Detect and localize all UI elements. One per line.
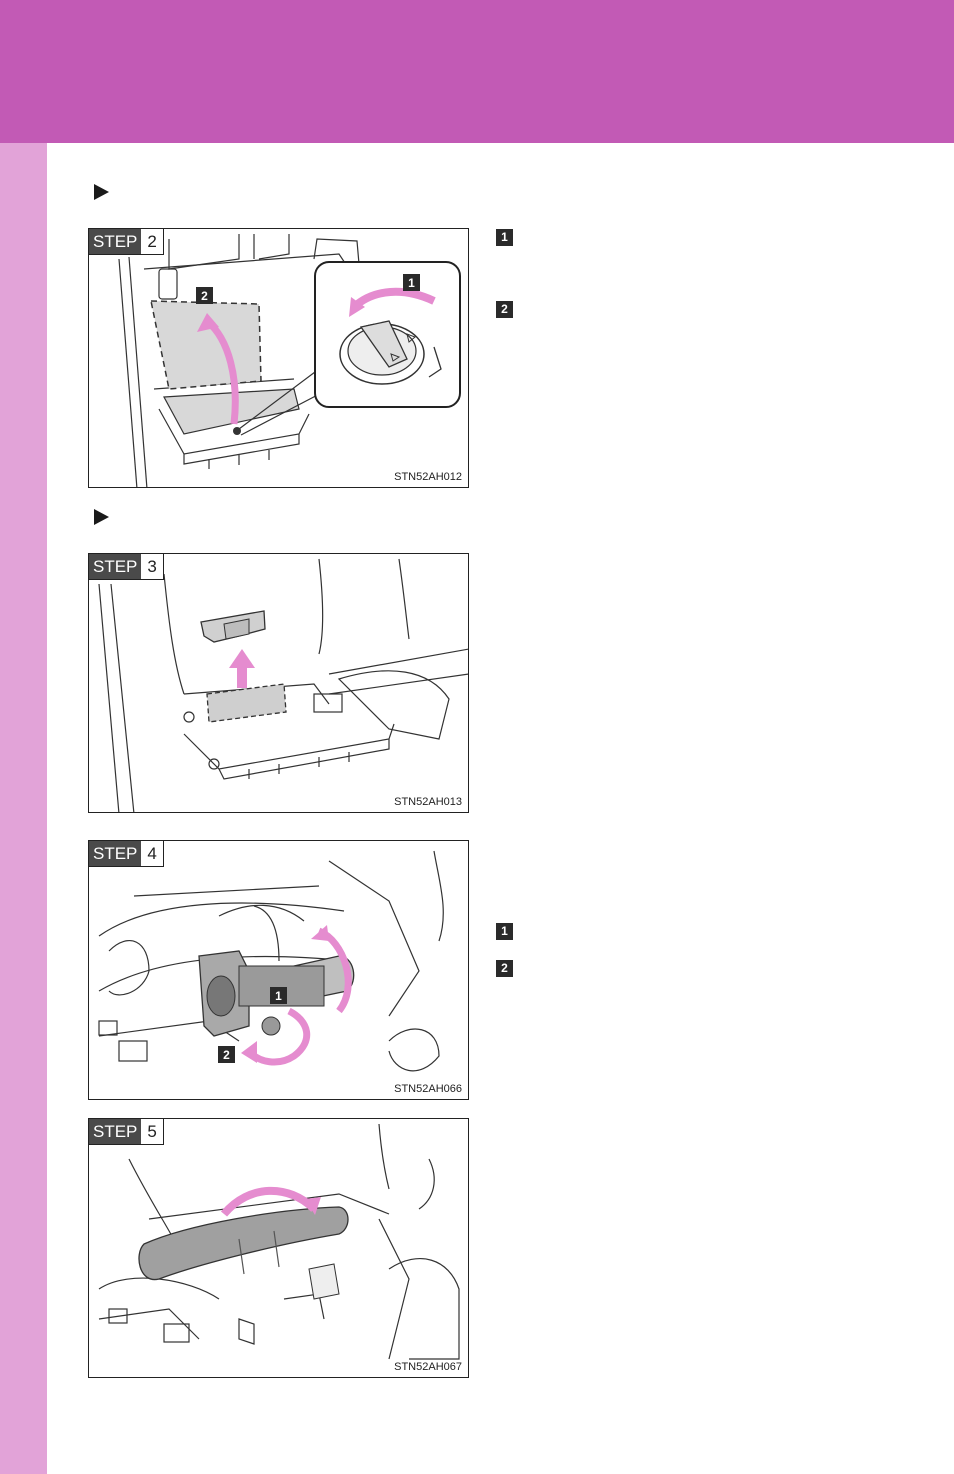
figure-code: STN52AH013 (394, 796, 462, 808)
step-word: STEP (89, 1119, 142, 1144)
step-number: 2 (141, 229, 163, 254)
seat-unlock-illustration: 2 1 (118, 234, 461, 487)
callout-marker-1: 1 (496, 229, 513, 246)
callout-2: 2 (201, 289, 208, 303)
figure-step-3: STEP 3 STN52AH013 (88, 553, 469, 813)
step-number: 5 (141, 1119, 163, 1144)
step-badge: STEP 4 (89, 841, 164, 867)
step-word: STEP (89, 554, 142, 579)
triangle-pointer-icon (94, 509, 109, 525)
step-word: STEP (89, 841, 142, 866)
figure-code: STN52AH067 (394, 1361, 462, 1373)
callout-marker-2: 2 (496, 960, 513, 977)
callout-1: 1 (408, 276, 415, 290)
callout-2: 2 (223, 1048, 230, 1062)
figure-step-4: STEP 4 1 2 STN52AH066 (88, 840, 469, 1100)
step-number: 3 (141, 554, 163, 579)
callout-marker-1: 1 (496, 923, 513, 940)
cover-removal-illustration (98, 558, 468, 812)
figure-step-2: STEP 2 2 1 S (88, 228, 469, 488)
tonneau-stow-illustration (98, 1123, 460, 1360)
step-word: STEP (89, 229, 142, 254)
step-badge: STEP 3 (89, 554, 164, 580)
callout-1: 1 (275, 989, 282, 1003)
sidebar-tab (0, 143, 47, 1474)
callout-marker-2: 2 (496, 301, 513, 318)
step-number: 4 (141, 841, 163, 866)
figure-code: STN52AH066 (394, 1083, 462, 1095)
tonneau-release-illustration: 1 2 (98, 850, 444, 1072)
figure-step-5: STEP 5 STN52AH067 (88, 1118, 469, 1378)
triangle-pointer-icon (94, 184, 109, 200)
step-badge: STEP 2 (89, 229, 164, 255)
figure-code: STN52AH012 (394, 471, 462, 483)
step-badge: STEP 5 (89, 1119, 164, 1145)
header-band (0, 0, 954, 143)
